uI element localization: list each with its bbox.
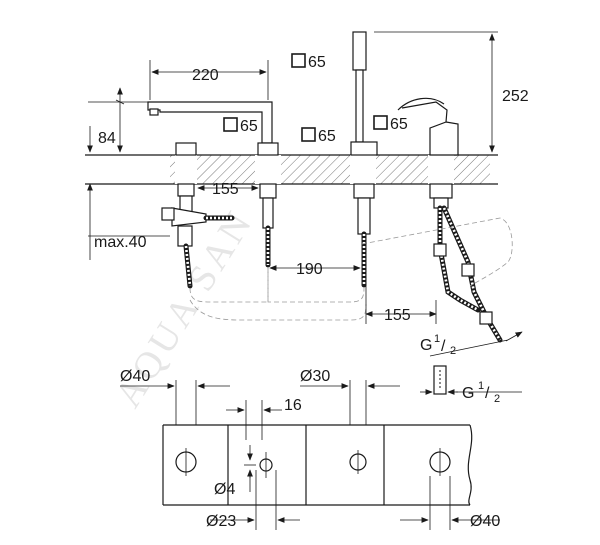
dim-pin: Ø4	[214, 481, 235, 498]
deck-section	[85, 154, 498, 185]
hand-shower	[350, 31, 378, 235]
dim-hole-4: Ø40	[470, 513, 500, 530]
dim-lines-bottom	[120, 380, 500, 530]
svg-text:G: G	[420, 337, 432, 354]
dim-lines-top	[87, 31, 498, 324]
thread-leader-1	[429, 339, 509, 357]
dim-height: 252	[502, 88, 529, 105]
dim-square-lever: 65	[390, 116, 408, 133]
dim-square-spout: 65	[240, 118, 258, 135]
dim-spacing-right: 155	[384, 307, 411, 324]
dim-spacing-center: 190	[296, 261, 323, 278]
svg-text:1: 1	[434, 333, 440, 345]
dim-square-hand: 65	[308, 54, 326, 71]
dim-spout-height: 84	[98, 130, 116, 147]
mixer-lever	[397, 97, 459, 209]
valve-left	[257, 142, 279, 268]
dim-spout-reach: 220	[192, 67, 219, 84]
dim-max-deck: max.40	[94, 234, 147, 251]
dim-hole-1: Ø40	[120, 368, 150, 385]
spout	[147, 101, 273, 217]
svg-text:G: G	[462, 385, 474, 402]
shower-hoses	[361, 205, 503, 343]
thread-label-1: G 1 / 2	[420, 333, 456, 357]
thread-fitting	[433, 365, 447, 395]
diverter	[161, 207, 235, 289]
dim-hole-3: Ø30	[300, 368, 330, 385]
svg-text:/: /	[441, 338, 446, 355]
dim-square-valve: 65	[318, 128, 336, 145]
square-symbol-lever	[373, 115, 388, 130]
deck-plan	[162, 424, 473, 506]
square-symbol-spout	[223, 117, 238, 132]
svg-text:/: /	[485, 385, 490, 402]
thread-label-2: G 1 / 2	[462, 380, 500, 405]
square-symbol-valve	[301, 127, 316, 142]
dim-gap: 16	[284, 397, 302, 414]
svg-text:1: 1	[478, 380, 484, 392]
dim-hole-2: Ø23	[206, 513, 236, 530]
square-symbol-hand	[291, 53, 306, 68]
svg-text:2: 2	[494, 393, 500, 405]
dim-spacing-left: 155	[212, 181, 239, 198]
